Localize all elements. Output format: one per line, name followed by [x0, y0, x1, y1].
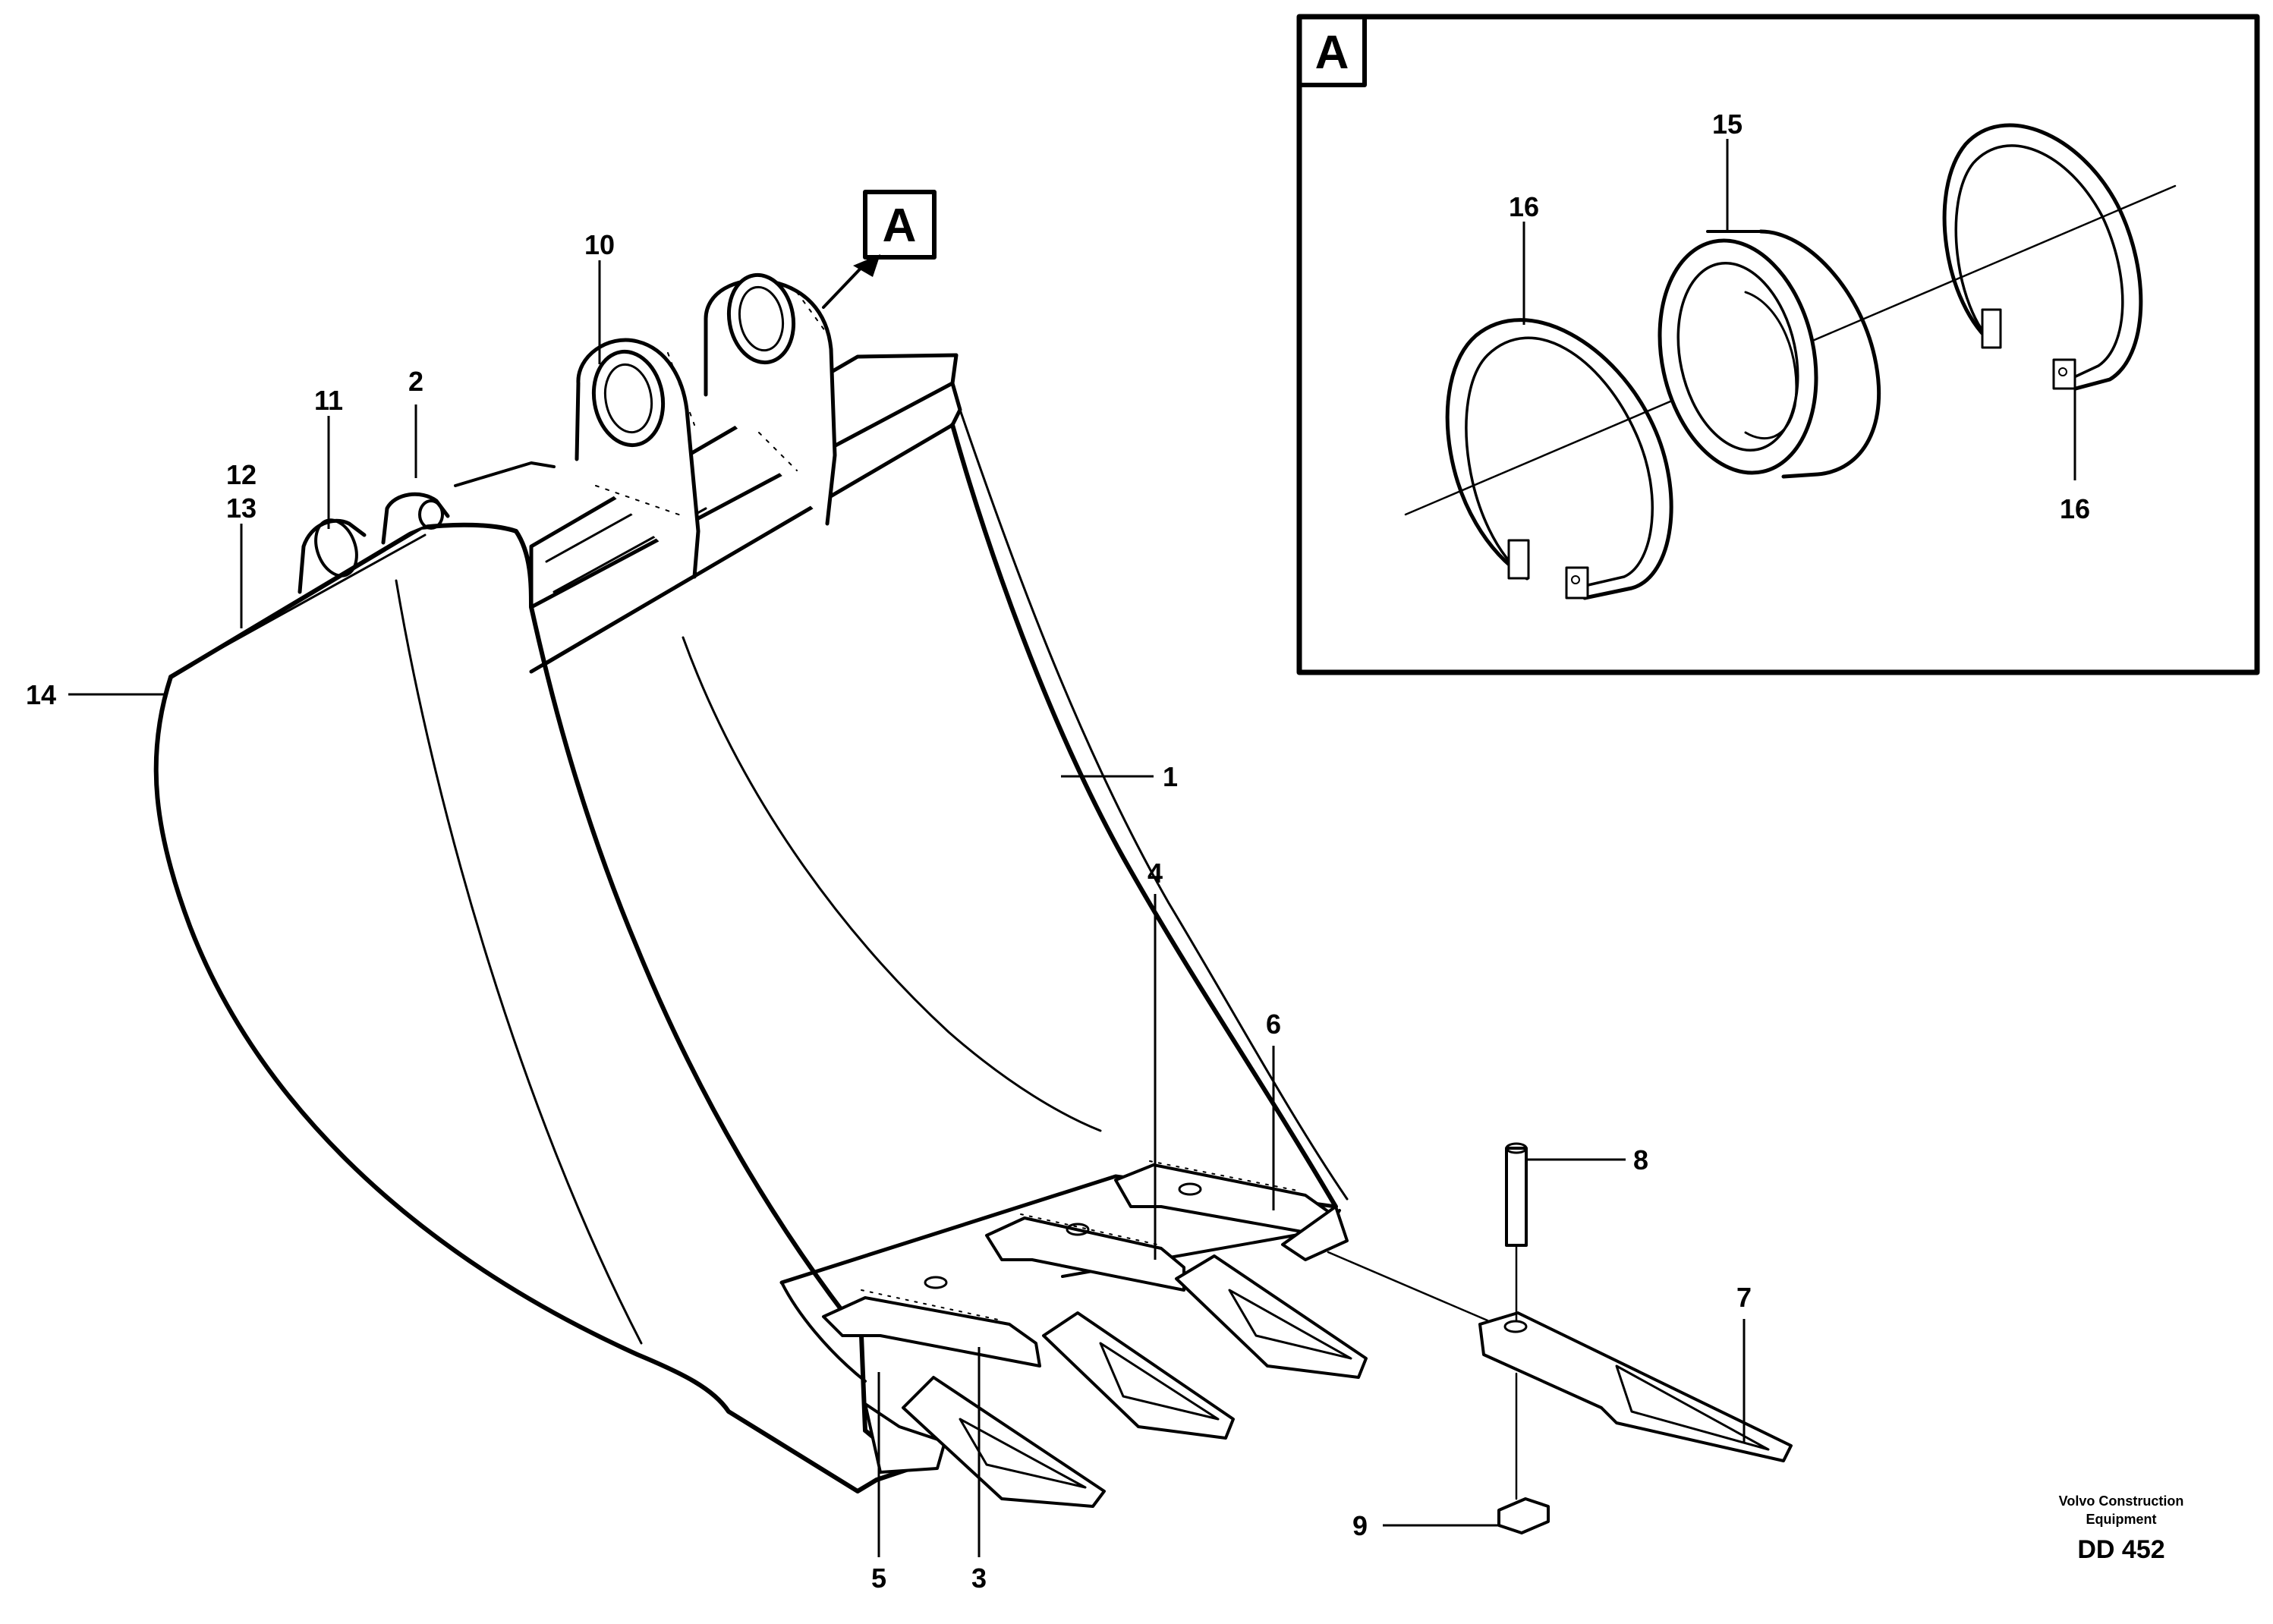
view-marker-label: A: [883, 200, 917, 252]
tooth-lock: [1497, 1372, 1550, 1534]
bushing: [1658, 229, 1881, 479]
callout-4: 4: [1148, 858, 1163, 889]
tooth: [1478, 1311, 1793, 1462]
callout-13: 13: [226, 493, 257, 524]
credit-block: Volvo Construction Equipment DD 452: [2059, 1493, 2184, 1564]
detail-view-a: A 15 16: [1296, 14, 2260, 675]
assembly-line-tooth: [1327, 1251, 1489, 1322]
detail-label-box: [1297, 14, 1367, 87]
callout-15: 15: [1712, 109, 1743, 140]
detail-label: A: [1315, 27, 1349, 79]
callout-10: 10: [584, 229, 615, 260]
callout-11: 11: [314, 385, 343, 416]
callout-14: 14: [26, 679, 56, 710]
callout-3: 3: [971, 1563, 987, 1594]
callout-leaders: [68, 260, 1746, 1557]
callout-1: 1: [1163, 761, 1178, 792]
tooth-adapters: [822, 1160, 1349, 1474]
tooth-pin: [1505, 1142, 1528, 1322]
drawing-code: DD 452: [2077, 1535, 2164, 1564]
callout-2: 2: [408, 366, 423, 397]
detail-frame: [1296, 14, 2260, 675]
retaining-ring-right: [1942, 123, 2143, 391]
callout-16-right: 16: [2060, 493, 2090, 524]
link-lug: [298, 461, 556, 594]
view-marker: A: [822, 190, 937, 309]
bucket-teeth: [902, 1254, 1368, 1508]
retaining-ring-left: [1445, 318, 1673, 600]
loose-tooth-assembly: [1327, 1142, 1793, 1534]
callout-6: 6: [1266, 1009, 1281, 1040]
callout-7: 7: [1736, 1282, 1752, 1313]
credit-line-2: Equipment: [2086, 1512, 2157, 1527]
callout-8: 8: [1633, 1144, 1648, 1176]
pin-ear-rear: [704, 272, 837, 526]
callout-5: 5: [871, 1563, 886, 1594]
callout-16-left: 16: [1509, 191, 1539, 222]
callout-labels: 1 2 3 4 5 6 7 8 9 10 11 12 13 14: [26, 229, 1752, 1594]
callout-12: 12: [226, 459, 257, 490]
bucket-body: [153, 272, 1368, 1508]
callout-9: 9: [1352, 1510, 1368, 1541]
credit-line-1: Volvo Construction: [2059, 1493, 2184, 1509]
